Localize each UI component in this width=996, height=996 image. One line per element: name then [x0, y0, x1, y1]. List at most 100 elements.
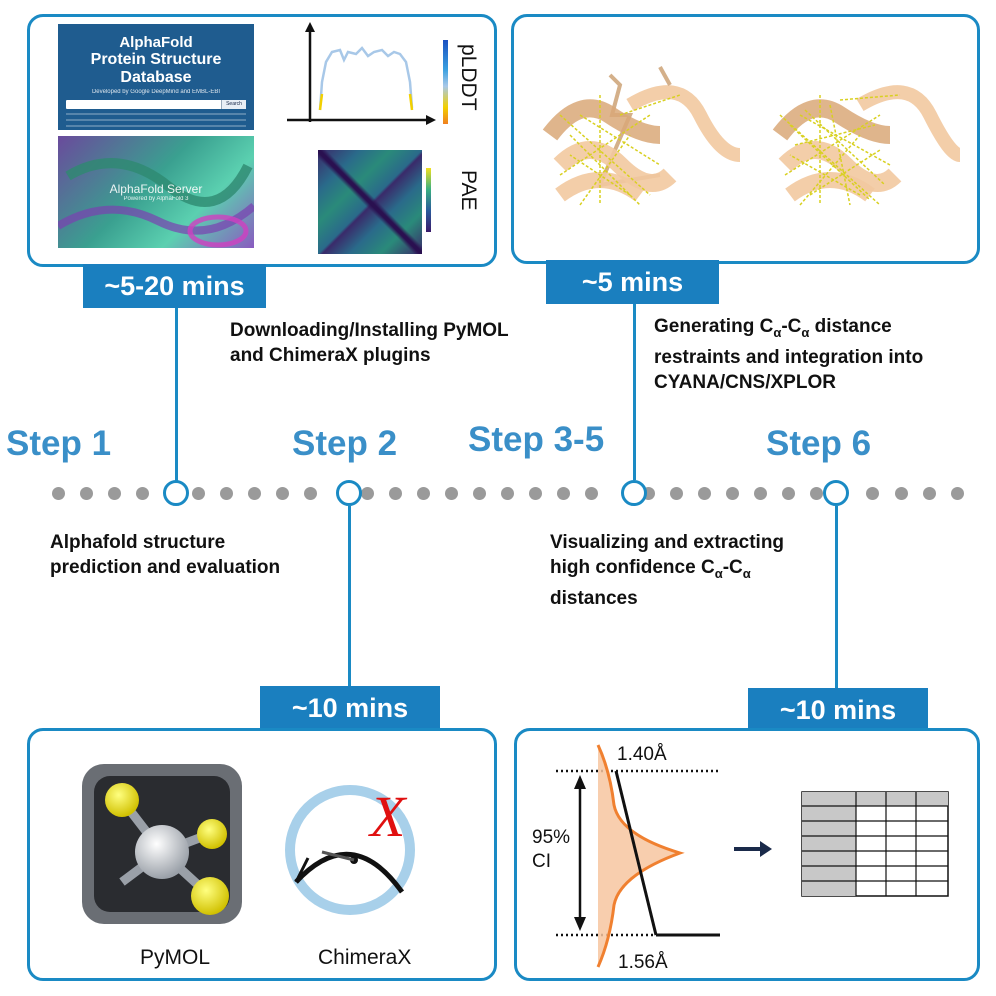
connector-step1: [175, 308, 178, 484]
ci-arrow-top: [574, 775, 586, 789]
time-badge-step6: ~10 mins: [748, 688, 928, 732]
timeline-dot: [304, 487, 318, 500]
desc-step1: Alphafold structure prediction and evalu…: [50, 530, 280, 580]
timeline-dot: [416, 487, 430, 500]
distance-table-icon: [801, 791, 949, 897]
db-title-2: Protein Structure Database: [90, 51, 222, 86]
distribution-fill: [598, 745, 680, 967]
plddt-low-right: [408, 93, 414, 111]
timeline-dot: [79, 487, 93, 500]
plddt-x-arrow: [426, 115, 436, 125]
timeline-dot: [894, 487, 908, 500]
timeline-dot: [922, 487, 936, 500]
desc-step3-5-line1: Generating Cα-Cα distance: [654, 316, 892, 340]
upper-bound-value: 1.40Å: [617, 744, 667, 765]
timeline-dot: [444, 487, 458, 500]
db-search-button: Search: [221, 100, 246, 109]
server-art: [58, 158, 254, 248]
time-badge-step3-5: ~5 mins: [546, 260, 719, 304]
ci-label-line2: CI: [532, 851, 551, 872]
desc-step3-5-line2: restraints and integration into: [654, 346, 924, 368]
timeline-dot: [135, 487, 149, 500]
timeline-dot: [276, 487, 290, 500]
pae-diagonal: [318, 150, 422, 254]
db-rows: [66, 113, 246, 127]
time-badge-step2: ~10 mins: [260, 686, 440, 730]
desc-step2-line1: Downloading/Installing PyMOL: [230, 320, 509, 341]
timeline-marker-step2: [336, 480, 362, 506]
cdf-line: [614, 770, 658, 936]
desc-step6-line3: distances: [550, 587, 638, 609]
ci-arrow-bottom: [574, 917, 586, 931]
desc-step2: Downloading/Installing PyMOL and Chimera…: [230, 318, 509, 368]
timeline-dot: [501, 487, 515, 500]
timeline-dot: [866, 487, 880, 500]
step-2-label: Step 2: [292, 424, 398, 463]
desc-step6-line1: Visualizing and extracting: [550, 532, 785, 553]
server-title: AlphaFold Server: [109, 182, 203, 196]
plddt-curve: [318, 46, 414, 111]
desc-step2-line2: and ChimeraX plugins: [230, 345, 431, 366]
desc-step1-line1: Alphafold structure: [50, 532, 226, 553]
timeline-dot: [248, 487, 262, 500]
server-subtitle: Powered by AlphaFold 3: [123, 196, 189, 202]
timeline-dot: [782, 487, 796, 500]
pae-colorbar: [426, 168, 431, 232]
alphafold-server-screenshot: AlphaFold Server Powered by AlphaFold 3: [58, 136, 254, 248]
protein-left: [542, 66, 741, 206]
protein-right: [772, 85, 960, 206]
pae-heatmap: [318, 150, 422, 254]
desc-step6-line2: high confidence Cα-Cα: [550, 557, 751, 581]
timeline-dot: [669, 487, 683, 500]
timeline-dot: [360, 487, 374, 500]
timeline-dot: [192, 487, 205, 500]
db-subtitle: Developed by Google DeepMind and EMBL-EB…: [91, 89, 221, 95]
desc-step3-5-line3: CYANA/CNS/XPLOR: [654, 371, 836, 393]
plddt-colorbar: [443, 40, 448, 124]
protein-structures: [542, 66, 960, 206]
plddt-plot: [287, 22, 436, 125]
restraints-panel: [511, 14, 980, 264]
chimerax-x-glyph: X: [368, 784, 408, 849]
timeline-dot: [754, 487, 767, 500]
result-arrow: [734, 841, 772, 857]
db-search-bar: Search: [66, 100, 246, 109]
plddt-y-arrow: [305, 22, 315, 32]
timeline-dot: [725, 487, 739, 500]
desc-step1-line2: prediction and evaluation: [50, 557, 281, 578]
timeline-dot: [51, 487, 65, 500]
ci-label-line1: 95%: [532, 827, 571, 848]
connector-step6: [835, 506, 838, 688]
timeline-dot: [473, 487, 486, 500]
timeline-dot: [585, 487, 599, 500]
timeline-marker-step1: [163, 480, 189, 506]
desc-step6: Visualizing and extracting high confiden…: [550, 530, 784, 611]
desc-step3-5: Generating Cα-Cα distance restraints and…: [654, 314, 923, 395]
plddt-low-left: [318, 93, 324, 111]
timeline-dot: [557, 487, 571, 500]
step-1-label: Step 1: [6, 424, 112, 463]
timeline-dot: [810, 487, 824, 500]
time-badge-step1: ~5-20 mins: [83, 264, 266, 308]
plddt-label: pLDDT: [457, 44, 480, 111]
chimerax-icon: X: [285, 784, 415, 915]
timeline-dot: [697, 487, 711, 500]
pymol-label: PyMOL: [140, 946, 211, 969]
alphafold-database-screenshot: AlphaFold Protein Structure Database Dev…: [58, 24, 254, 130]
timeline-dot: [529, 487, 543, 500]
db-title-1: AlphaFold: [119, 34, 193, 51]
pae-label: PAE: [457, 170, 480, 211]
lower-bound-value: 1.56Å: [618, 952, 668, 973]
step-6-label: Step 6: [766, 424, 872, 463]
connector-step3-5: [633, 304, 636, 480]
distribution-curve: [596, 744, 685, 968]
timeline-dot: [220, 487, 234, 500]
chimerax-label: ChimeraX: [318, 946, 412, 969]
pymol-icon: [82, 764, 242, 924]
ci-label: 95% CI: [532, 826, 570, 874]
timeline-dot: [950, 487, 964, 500]
distribution-plot: [556, 744, 772, 968]
connector-step2: [348, 506, 351, 686]
timeline-marker-step3-5: [621, 480, 647, 506]
timeline-marker-step6: [823, 480, 849, 506]
